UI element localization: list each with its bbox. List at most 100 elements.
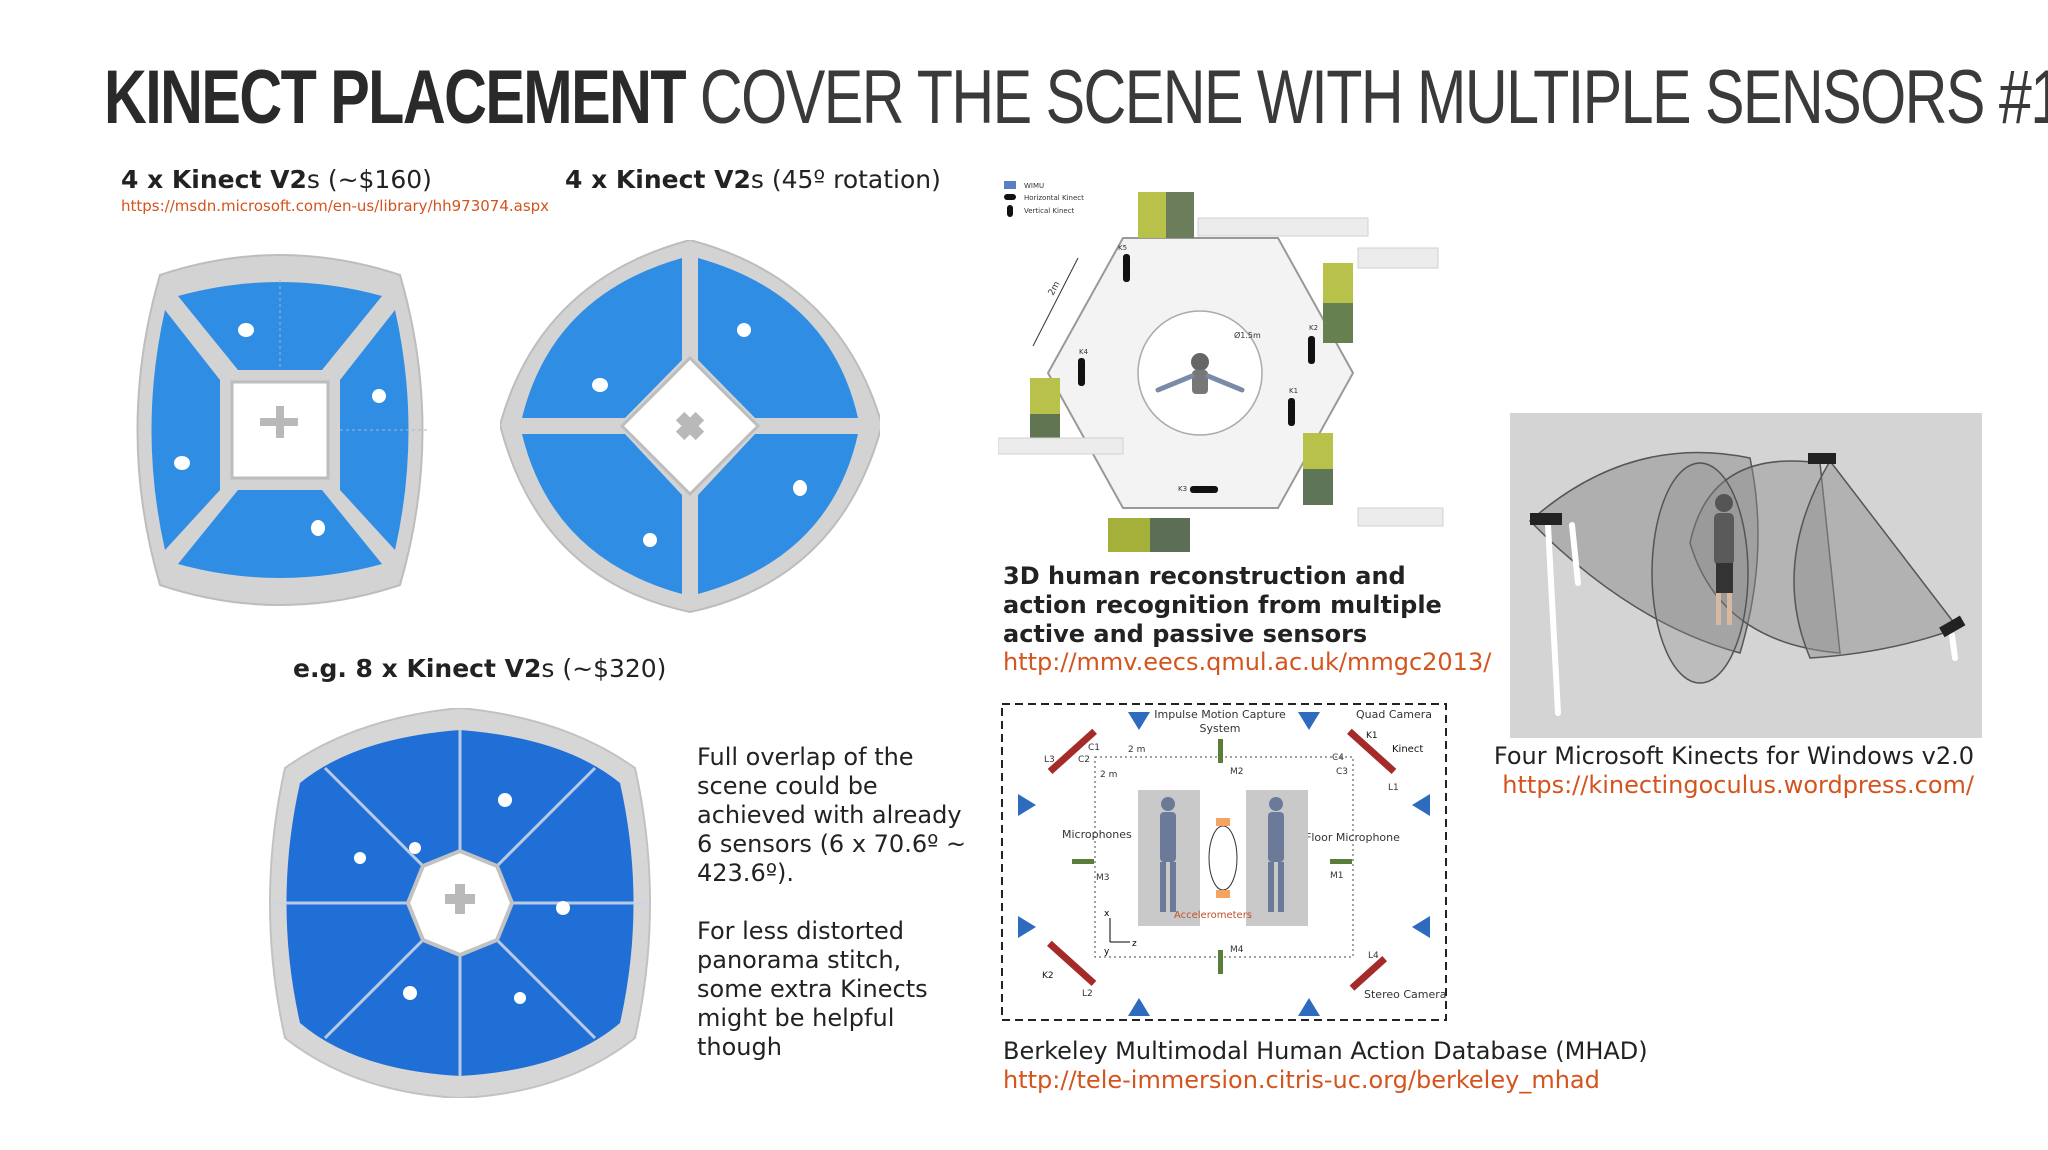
kinect-k1-icon bbox=[1288, 398, 1295, 426]
kinect-label: Kinect bbox=[1392, 744, 1423, 755]
fig-c-label-rest: s (~$320) bbox=[541, 654, 667, 683]
kinect-k3-icon bbox=[1190, 486, 1218, 493]
mhad-caption: Berkeley Multimodal Human Action Databas… bbox=[1003, 1037, 1648, 1065]
coverage-diagram-4-kinects-rotated bbox=[500, 240, 880, 614]
vertical-kinect-legend-icon bbox=[1007, 205, 1013, 217]
coverage-zone-sw bbox=[522, 434, 682, 594]
sensor-k4: K4 bbox=[1079, 348, 1089, 356]
camera-thumbnails bbox=[1030, 192, 1353, 552]
fig-a-label-rest: s (~$160) bbox=[306, 165, 432, 194]
floor-microphone-label: Floor Microphone bbox=[1305, 831, 1400, 844]
recon-caption-line: active and passive sensors bbox=[1003, 620, 1368, 648]
legend-wimu: WIMU bbox=[1024, 182, 1044, 190]
kinect-cones-render bbox=[1510, 413, 1982, 738]
quad-camera-label: Quad Camera bbox=[1356, 708, 1432, 721]
mic-m1-label: M1 bbox=[1330, 871, 1344, 881]
wimu-legend-icon bbox=[1004, 181, 1016, 189]
microphones-label: Microphones bbox=[1062, 828, 1132, 841]
overlap-line: might be helpful bbox=[697, 1004, 895, 1032]
fig-a-link[interactable]: https://msdn.microsoft.com/en-us/library… bbox=[121, 197, 550, 215]
signal-strips bbox=[998, 217, 1444, 527]
mhad-link[interactable]: http://tele-immersion.citris-uc.org/berk… bbox=[1003, 1066, 1600, 1094]
coverage-diagram-4-kinects bbox=[136, 254, 430, 606]
dim-label-1: 2 m bbox=[1128, 745, 1145, 755]
recon-caption-line: action recognition from multiple bbox=[1003, 591, 1442, 619]
title-bold: KINECT PLACEMENT bbox=[104, 55, 687, 140]
legend-vertical-kinect: Vertical Kinect bbox=[1024, 207, 1075, 215]
coverage-zone-se bbox=[698, 434, 858, 594]
camera-c2-label: C2 bbox=[1078, 755, 1090, 765]
circle-diameter: Ø1.5m bbox=[1234, 330, 1261, 340]
overlap-description: Full overlap of the scene could be achie… bbox=[697, 743, 977, 1062]
kinect-k4-icon bbox=[1078, 358, 1085, 386]
impulse-label-2: System bbox=[1199, 722, 1240, 735]
camera-c4-label: C4 bbox=[1332, 753, 1344, 763]
overlap-line: 423.6º). bbox=[697, 859, 795, 887]
axis-y: y bbox=[1104, 947, 1110, 957]
overlap-line: achieved with already bbox=[697, 801, 962, 829]
cones-link[interactable]: https://kinectingoculus.wordpress.com/ bbox=[1502, 771, 1974, 799]
overlap-line: 6 sensors (6 x 70.6º ~ bbox=[697, 830, 967, 858]
kinect-device-icon-2 bbox=[1808, 453, 1836, 464]
camera-c1-label: C1 bbox=[1088, 743, 1100, 753]
light-l2-label: L2 bbox=[1082, 989, 1093, 999]
coverage-zone-right bbox=[340, 310, 409, 550]
overlap-line: For less distorted bbox=[697, 917, 904, 945]
subject-figures bbox=[1160, 797, 1284, 912]
microphone-markers bbox=[1072, 739, 1352, 974]
fig-c-label-bold: e.g. 8 x Kinect V2 bbox=[293, 654, 542, 683]
kinect-k5-icon bbox=[1123, 254, 1130, 282]
sensor-k2: K2 bbox=[1309, 324, 1318, 332]
hexagon-setup-diagram: WIMU Horizontal Kinect Vertical Kinect Ø… bbox=[998, 178, 1448, 558]
coverage-zone-nw bbox=[522, 258, 682, 418]
overlap-line: panorama stitch, bbox=[697, 946, 902, 974]
light-l3-label: L3 bbox=[1044, 755, 1055, 765]
person-silhouette bbox=[1714, 494, 1734, 625]
reconstruction-caption: 3D human reconstruction and action recog… bbox=[1003, 562, 1483, 649]
fig-b-label-rest: s (45º rotation) bbox=[750, 165, 941, 194]
capture-area bbox=[1094, 756, 1354, 958]
overlap-line: Full overlap of the bbox=[697, 743, 914, 771]
kinect-device-icon-3 bbox=[1939, 615, 1966, 638]
coverage-zone-top bbox=[178, 282, 382, 370]
recon-caption-line: 3D human reconstruction and bbox=[1003, 562, 1406, 590]
mic-m3-label: M3 bbox=[1096, 873, 1110, 883]
stereo-camera-label: Stereo Camera bbox=[1364, 988, 1447, 1001]
fig-b-label-bold: 4 x Kinect V2 bbox=[565, 165, 751, 194]
accelerometers-label: Accelerometers bbox=[1174, 910, 1252, 921]
overlap-line: scene could be bbox=[697, 772, 878, 800]
overlap-line: though bbox=[697, 1033, 782, 1061]
fig-a-label-bold: 4 x Kinect V2 bbox=[121, 165, 307, 194]
person-figure bbox=[1155, 353, 1245, 394]
sensor-k3: K3 bbox=[1178, 485, 1187, 493]
axis-z: z bbox=[1132, 939, 1137, 949]
impulse-markers bbox=[1018, 712, 1430, 1016]
coverage-zone-ne bbox=[698, 258, 858, 418]
reconstruction-link[interactable]: http://mmv.eecs.qmul.ac.uk/mmgc2013/ bbox=[1003, 648, 1492, 676]
title-subtitle: COVER THE SCENE WITH MULTIPLE SENSORS #1 bbox=[699, 55, 2048, 140]
fig-b-label: 4 x Kinect V2s (45º rotation) bbox=[565, 165, 941, 194]
legend-horizontal-kinect: Horizontal Kinect bbox=[1024, 194, 1084, 202]
overlap-line: some extra Kinects bbox=[697, 975, 928, 1003]
tripod-poles bbox=[1545, 522, 1958, 716]
impulse-label: Impulse Motion Capture bbox=[1154, 708, 1286, 721]
camera-c3-label: C3 bbox=[1336, 767, 1348, 777]
light-l4-label: L4 bbox=[1368, 951, 1379, 961]
page-title: KINECT PLACEMENT COVER THE SCENE WITH MU… bbox=[104, 48, 2048, 148]
mic-m2-label: M2 bbox=[1230, 767, 1244, 777]
coverage-zone-left bbox=[151, 310, 220, 550]
coverage-diagram-8-kinects bbox=[269, 708, 651, 1098]
camera-rigs bbox=[1047, 728, 1397, 991]
horizontal-kinect-legend-icon bbox=[1004, 194, 1016, 200]
axis-x: x bbox=[1104, 909, 1110, 919]
sensor-k1: K1 bbox=[1289, 387, 1298, 395]
kinect-k1-label: K1 bbox=[1366, 731, 1378, 741]
cones-caption: Four Microsoft Kinects for Windows v2.0 bbox=[1493, 742, 1974, 770]
kinect-device-icon bbox=[1530, 513, 1562, 525]
kinect-k2-label: K2 bbox=[1042, 971, 1054, 981]
mic-m4-label: M4 bbox=[1230, 945, 1244, 955]
dim-label-2: 2 m bbox=[1100, 770, 1117, 780]
kinect-k2-icon bbox=[1308, 336, 1315, 364]
coverage-zone-bottom bbox=[178, 490, 382, 578]
fig-a-label: 4 x Kinect V2s (~$160) bbox=[121, 165, 432, 194]
